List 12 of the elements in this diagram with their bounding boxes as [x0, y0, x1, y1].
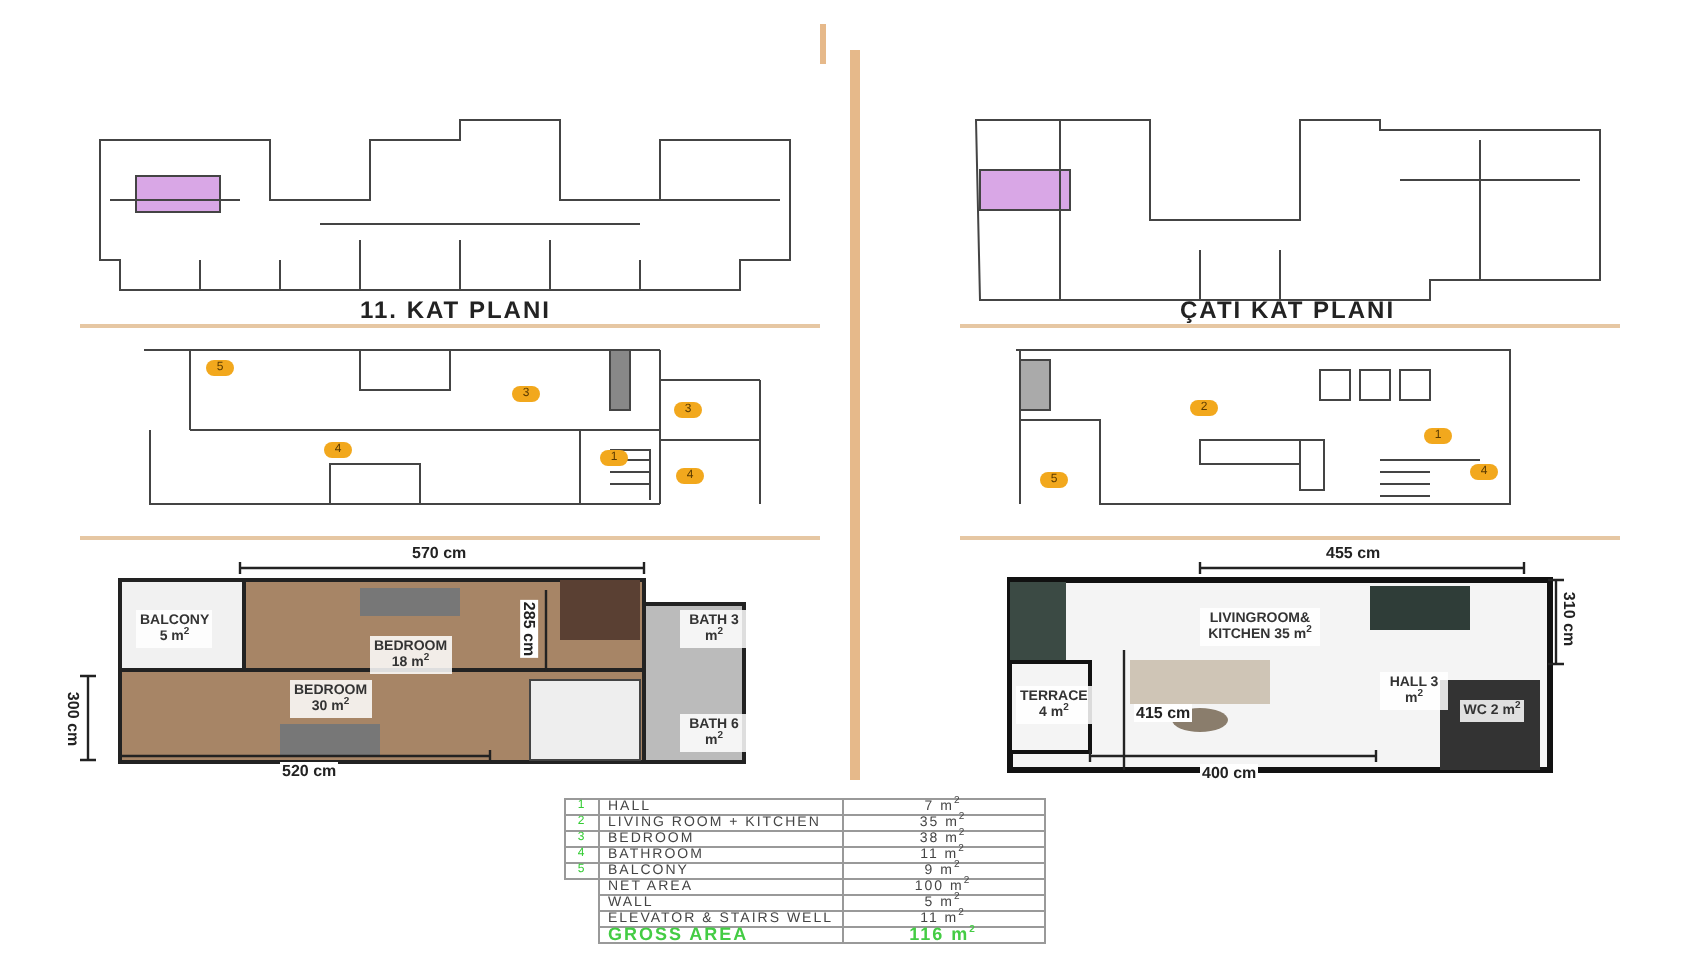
dimension-label: 415 cm: [1134, 704, 1193, 722]
table-cell: GROSS AREA: [599, 927, 843, 943]
dimension-label: 570 cm: [410, 544, 469, 562]
plan-caption: 11. KAT PLANI: [360, 296, 551, 324]
dimension-label: 520 cm: [280, 762, 339, 780]
plan-caption: ÇATI KAT PLANI: [1180, 296, 1396, 324]
table-cell: 116 m$^{2}$: [842, 927, 1045, 943]
dimension-label: 400 cm: [1200, 764, 1259, 782]
dimension-label: 300 cm: [64, 689, 83, 749]
dimension-label: 455 cm: [1324, 544, 1383, 562]
dimension-label: 285 cm: [520, 599, 539, 659]
dimension-label: 310 cm: [1560, 589, 1579, 649]
